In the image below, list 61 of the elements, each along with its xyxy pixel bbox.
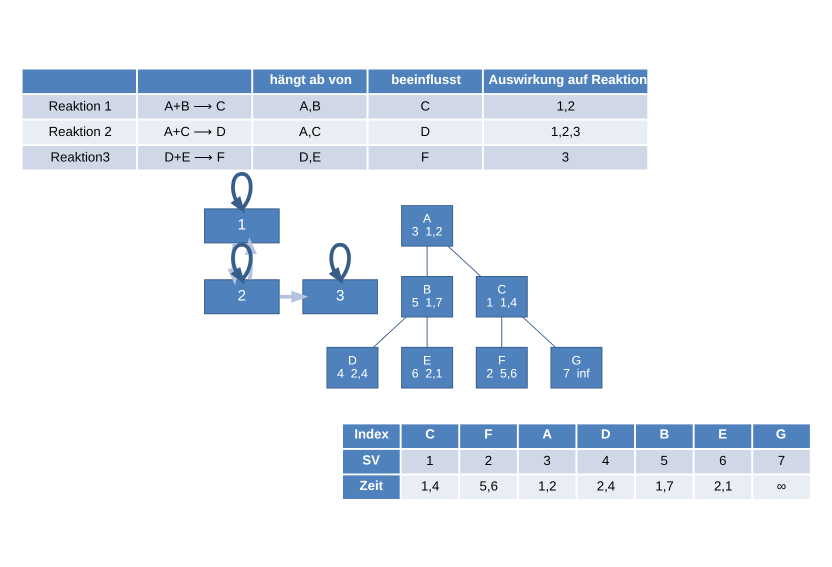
label: C (425, 426, 435, 442)
node-box: B 5 1,7 (401, 275, 454, 318)
label: Reaktion 2 (48, 123, 112, 138)
connector (448, 245, 482, 276)
arrow (230, 172, 253, 214)
label: Auswirkung auf Reaktion (488, 71, 648, 86)
label: 7 (778, 452, 786, 468)
label: 3 (562, 148, 570, 164)
label: 5,6 (480, 478, 498, 494)
label: hängt ab von (270, 71, 352, 86)
label: D (601, 426, 611, 442)
label: Reaktion3 (50, 148, 110, 164)
label: G (776, 426, 786, 442)
label: 1,2 (556, 98, 575, 113)
label: 2 (484, 452, 492, 468)
node-box: D 4 2,4 (326, 346, 378, 388)
label: 1 (426, 452, 434, 468)
label: B (660, 426, 670, 442)
label: 2,1 (714, 478, 732, 494)
label: D (420, 123, 430, 138)
label: C (420, 98, 430, 113)
label: 1,4 (420, 478, 440, 494)
label: 1,7 (655, 478, 674, 494)
arrow (279, 290, 308, 302)
node-box: A 3 1,2 (401, 204, 454, 246)
label: A,C (299, 123, 322, 138)
label: Zeit (360, 477, 384, 492)
arrow (328, 242, 351, 284)
label: beeinflusst (391, 71, 461, 86)
label: A+C ⟶ D (164, 123, 226, 138)
label: A+B ⟶ C (164, 98, 226, 113)
node-box: 3 (302, 278, 378, 314)
node-box: E 6 2,1 (401, 346, 454, 388)
label: F (420, 148, 430, 164)
label: A,B (300, 98, 321, 113)
label: 4 (602, 452, 610, 468)
label: Index (354, 426, 389, 442)
node-box: F 2 5,6 (476, 346, 528, 388)
label: D,E (299, 148, 322, 164)
node-box: 2 (204, 278, 280, 314)
label: 1,2 (538, 478, 557, 494)
label: 6 (719, 452, 727, 468)
label: A (542, 426, 552, 442)
node-box: G 7 inf (550, 346, 602, 388)
node-box: C 1 1,4 (476, 275, 528, 318)
label: 3 (543, 452, 551, 468)
label: Reaktion 1 (48, 98, 112, 113)
label: ∞ (776, 478, 786, 494)
label: 5 (660, 452, 668, 468)
connector (426, 245, 428, 276)
label: SV (362, 452, 380, 467)
label: F (484, 426, 492, 442)
label: 1,2,3 (550, 123, 580, 138)
label: E (718, 426, 728, 442)
node-box: 1 (204, 208, 280, 243)
connector (522, 316, 556, 348)
label: 2,4 (596, 478, 616, 494)
label: D+E ⟶ F (164, 148, 225, 164)
connector (426, 316, 428, 348)
connector (501, 316, 502, 348)
connector (372, 316, 406, 348)
